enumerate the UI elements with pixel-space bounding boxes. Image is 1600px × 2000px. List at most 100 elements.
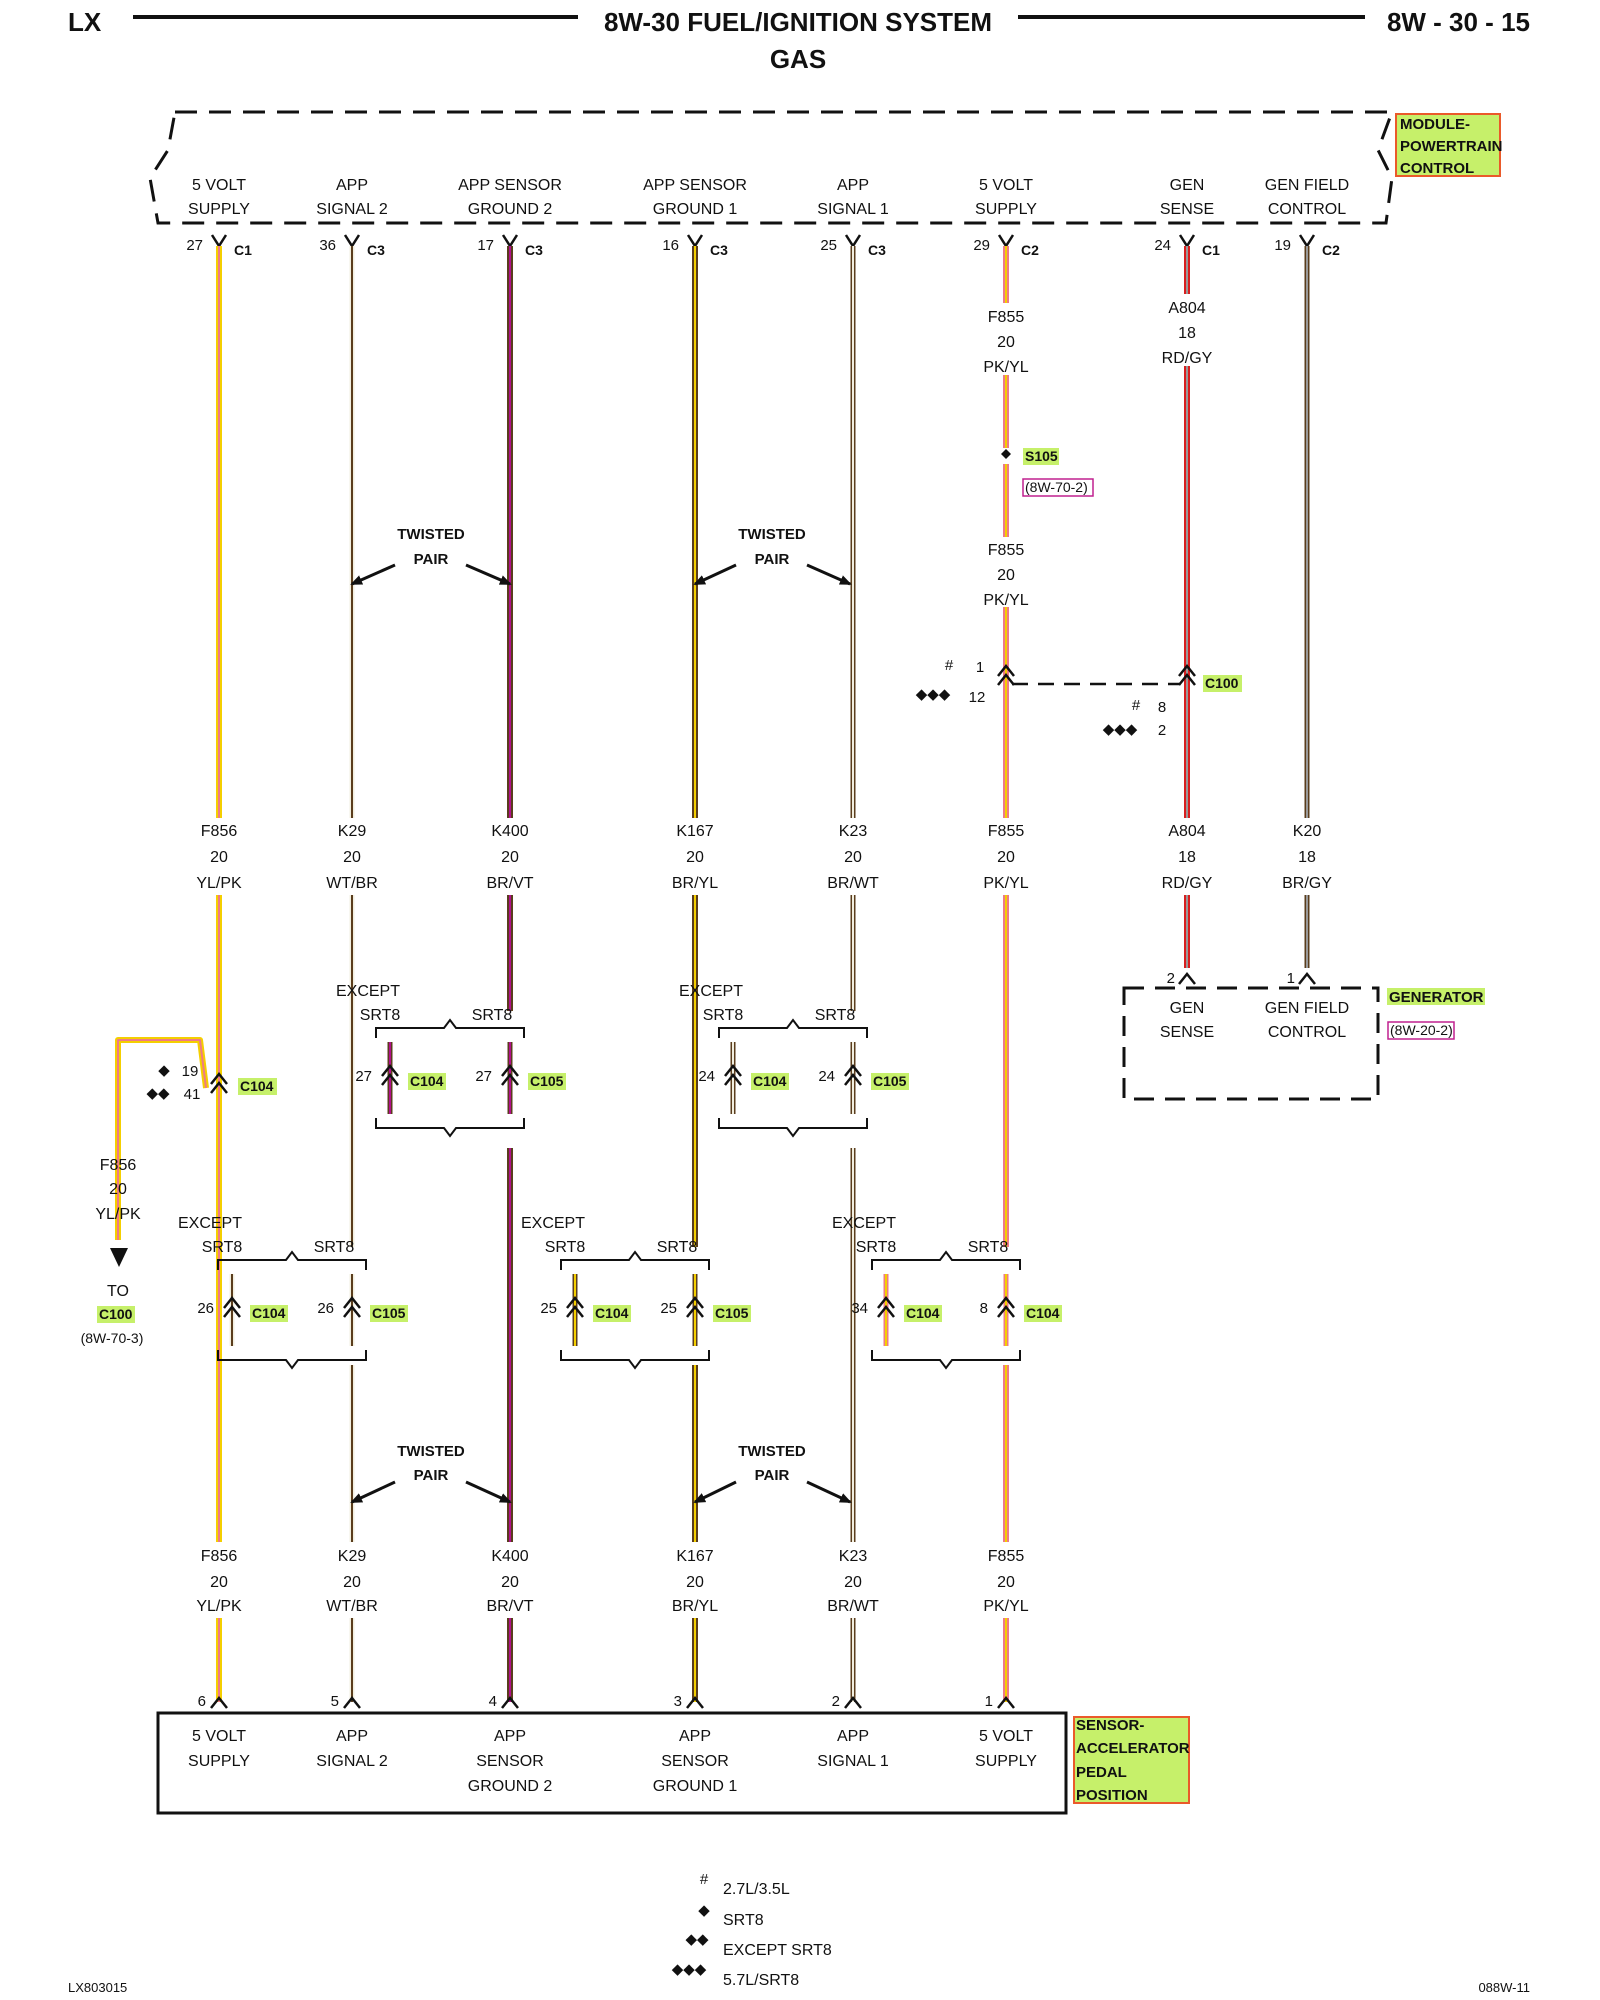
sensor-pin-func: APP	[336, 1728, 368, 1745]
sensor-pin-connector-icon	[844, 1695, 862, 1709]
wire-color: BR/VT	[486, 875, 533, 892]
generator-pin-number: 2	[1167, 970, 1175, 987]
c104-branch-label: C104	[240, 1078, 274, 1094]
pcm-pin-connector-icon	[997, 234, 1015, 249]
inline-connector-label: C104	[753, 1073, 787, 1089]
wire-gauge: 20	[501, 1574, 519, 1591]
wire-gauge: 18	[1178, 325, 1196, 342]
wire-gauge: 20	[844, 1574, 862, 1591]
pcm-name-line-3: CONTROL	[1400, 160, 1474, 177]
pcm-pin-func: SENSE	[1160, 201, 1214, 218]
svg-text:SRT8: SRT8	[723, 1912, 764, 1929]
svg-text:PAIR: PAIR	[414, 551, 449, 568]
except-label: EXCEPT	[521, 1215, 585, 1232]
sensor-pin-func: GROUND 2	[468, 1778, 553, 1795]
inline-pin: 25	[660, 1300, 677, 1317]
wire-color: RD/GY	[1162, 875, 1213, 892]
except-label: EXCEPT	[832, 1215, 896, 1232]
sensor-pin-func: SIGNAL 2	[316, 1753, 388, 1770]
inline-connector-icon	[877, 1295, 895, 1318]
c100-pin-1: 1	[976, 659, 984, 676]
pcm-name-line-2: POWERTRAIN	[1400, 138, 1503, 155]
inline-connector-icon	[566, 1295, 584, 1318]
svg-text:2.7L/3.5L: 2.7L/3.5L	[723, 1881, 790, 1898]
wire-circuit: F855	[988, 1548, 1025, 1565]
wire-gauge: 20	[997, 1574, 1015, 1591]
wire-color: PK/YL	[983, 359, 1028, 376]
pcm-pin-func: GROUND 2	[468, 201, 553, 218]
inline-connector-label: C104	[410, 1073, 444, 1089]
svg-text:PAIR: PAIR	[414, 1467, 449, 1484]
wire-color: PK/YL	[983, 592, 1028, 609]
c100-label: C100	[1205, 675, 1239, 691]
inline-pin: 26	[317, 1300, 334, 1317]
c100-sym-2: ◆◆◆	[916, 686, 951, 703]
generator-ref: (8W-20-2)	[1390, 1022, 1453, 1038]
pcm-pin-connector: C3	[525, 242, 543, 258]
pcm-pin-connector-icon	[844, 234, 862, 249]
inline-pin: 34	[851, 1300, 868, 1317]
twisted-pair-lower-left: TWISTED PAIR	[350, 1443, 512, 1504]
to-label: TO	[107, 1283, 129, 1300]
pcm-pin-func: SUPPLY	[975, 201, 1037, 218]
wire-circuit: F855	[988, 823, 1025, 840]
c104-branch-pin-2: 41	[184, 1086, 201, 1103]
sensor-pin-func: GROUND 1	[653, 1778, 738, 1795]
sensor-name-line-1: SENSOR-	[1076, 1717, 1144, 1734]
sensor-pin-connector-icon	[997, 1695, 1015, 1709]
page-title: 8W-30 FUEL/IGNITION SYSTEM	[604, 7, 992, 37]
srt8-label: SRT8	[314, 1239, 355, 1256]
inline-connector-label: C104	[1026, 1305, 1060, 1321]
svg-text:TWISTED: TWISTED	[738, 1443, 806, 1460]
wire-circuit: F856	[201, 823, 238, 840]
pcm-pin-number: 29	[973, 237, 990, 254]
page-subtitle: GAS	[770, 44, 826, 74]
splice-s105-dot	[1001, 449, 1011, 459]
pcm-pin-connector: C1	[234, 242, 252, 258]
srt8-label: SRT8	[472, 1007, 513, 1024]
inline-connector-label: C105	[715, 1305, 749, 1321]
splice-s105-label: S105	[1025, 448, 1058, 464]
splice-s105-ref: (8W-70-2)	[1025, 479, 1088, 495]
pcm-pin-connector: C1	[1202, 242, 1220, 258]
pcm-pin-connector-icon	[210, 234, 228, 249]
c100-sym-4: ◆◆◆	[1103, 721, 1138, 738]
c100-pin-3: 8	[1158, 699, 1166, 716]
sensor-name-line-3: PEDAL	[1076, 1764, 1127, 1781]
pcm-pin-connector-icon	[1298, 234, 1316, 249]
pcm-pin-number: 24	[1154, 237, 1171, 254]
inline-connector-icon	[844, 1063, 862, 1086]
except-label: EXCEPT	[679, 983, 743, 1000]
wire-color: BR/GY	[1282, 875, 1332, 892]
pcm-pin-func: GROUND 1	[653, 201, 738, 218]
except-label: EXCEPT	[336, 983, 400, 1000]
wire-color: BR/WT	[827, 875, 879, 892]
wire-gauge: 18	[1298, 849, 1316, 866]
wire-circuit: K400	[491, 1548, 528, 1565]
twisted-pair-labels: TWISTED PAIR TWISTED PAIR TWISTED PAIR T…	[350, 526, 852, 1504]
srt8-label: SRT8	[815, 1007, 856, 1024]
pcm-pin-func: APP	[837, 177, 869, 194]
pcm-pin-func: 5 VOLT	[192, 177, 246, 194]
page-header: LX 8W-30 FUEL/IGNITION SYSTEM 8W - 30 - …	[68, 7, 1530, 74]
to-c100-ref: (8W-70-3)	[81, 1330, 144, 1346]
sensor-name-line-4: POSITION	[1076, 1787, 1148, 1804]
pcm-pin-func: APP	[336, 177, 368, 194]
sensor-pin-func: SUPPLY	[188, 1753, 250, 1770]
inline-connector-icon	[501, 1063, 519, 1086]
wire-circuit: K20	[1293, 823, 1322, 840]
f856-branch: F856 20 YL/PK TO C100 (8W-70-3)	[81, 1157, 144, 1346]
pcm-module: MODULE- POWERTRAIN CONTROL 5 VOLTSUPPLY2…	[148, 110, 1503, 258]
inline-connector-label: C104	[252, 1305, 286, 1321]
